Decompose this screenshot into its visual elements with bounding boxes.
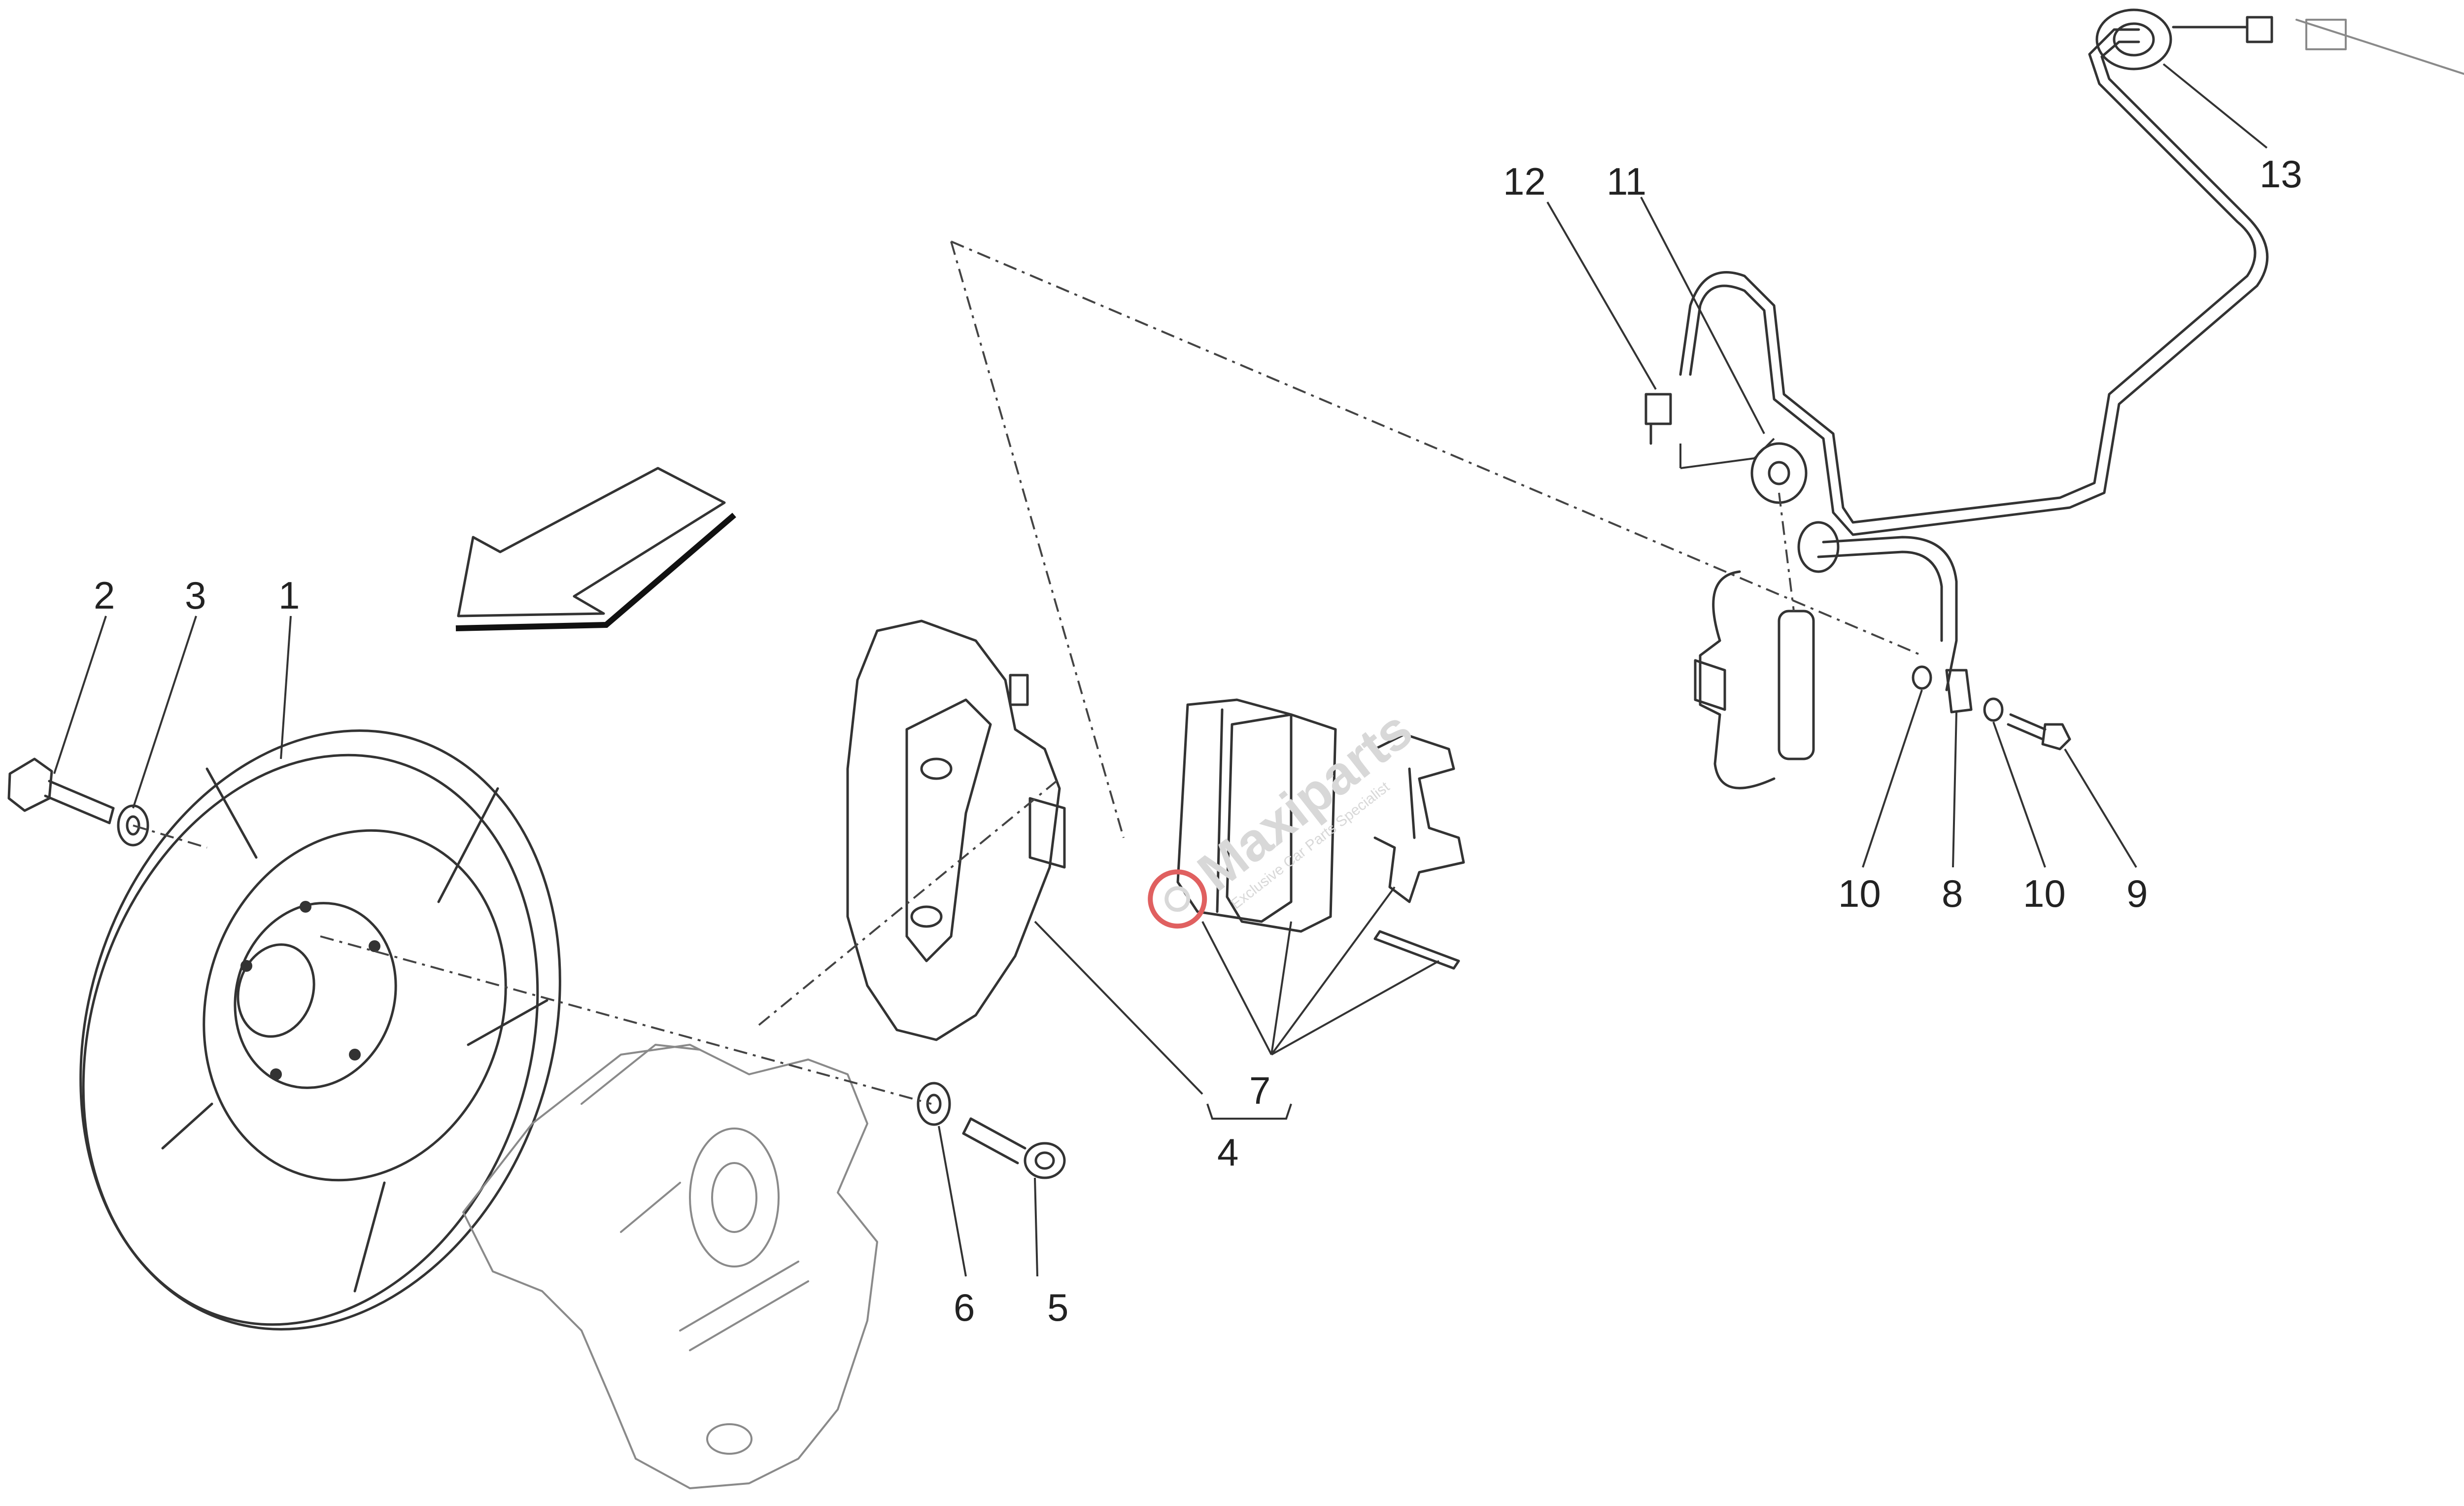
callout-3: 3 bbox=[185, 574, 206, 617]
disc-bolt bbox=[7, 757, 115, 824]
direction-arrow-icon bbox=[455, 467, 736, 631]
wear-sensor-cable bbox=[1694, 521, 1958, 789]
callout-12: 12 bbox=[1503, 160, 1546, 203]
brake-disc bbox=[79, 729, 561, 1331]
callout-6: 6 bbox=[954, 1286, 975, 1329]
callout-10-right: 10 bbox=[2023, 872, 2066, 915]
hose-end-fitting bbox=[2172, 16, 2464, 75]
hub-carrier bbox=[462, 1044, 878, 1489]
callout-2: 2 bbox=[94, 574, 115, 617]
sensor-bolt bbox=[2007, 713, 2071, 751]
callout-1: 1 bbox=[278, 574, 300, 617]
watermark: Maxiparts Exclusive Car Parts Specialist bbox=[1148, 699, 1423, 929]
watermark-logo-icon bbox=[1148, 869, 1207, 929]
callout-9: 9 bbox=[2126, 872, 2148, 915]
callout-11: 11 bbox=[1607, 160, 1646, 203]
hose-clip bbox=[1750, 442, 1808, 504]
brake-caliper bbox=[846, 619, 1066, 1041]
callout-7: 7 bbox=[1249, 1069, 1270, 1112]
callout-5: 5 bbox=[1047, 1286, 1068, 1329]
brake-hose bbox=[1644, 28, 2269, 536]
caliper-bolt bbox=[962, 1117, 1066, 1179]
callout-13: 13 bbox=[2259, 152, 2302, 196]
assembly-lines bbox=[133, 240, 1922, 1105]
sensor-washer bbox=[1912, 665, 2004, 722]
pad-spring bbox=[1373, 733, 1465, 903]
callout-10-left: 10 bbox=[1838, 872, 1881, 915]
caliper-washer bbox=[917, 1082, 951, 1126]
pad-pin bbox=[1373, 930, 1460, 970]
sensor-bracket bbox=[1945, 669, 1973, 714]
leader-lines bbox=[53, 63, 2268, 1277]
callout-8: 8 bbox=[1942, 872, 1963, 915]
callouts: 1 2 3 4 5 6 7 8 9 10 10 11 12 13 bbox=[94, 152, 2302, 1329]
grommet bbox=[2095, 8, 2172, 70]
callout-4: 4 bbox=[1217, 1130, 1238, 1174]
